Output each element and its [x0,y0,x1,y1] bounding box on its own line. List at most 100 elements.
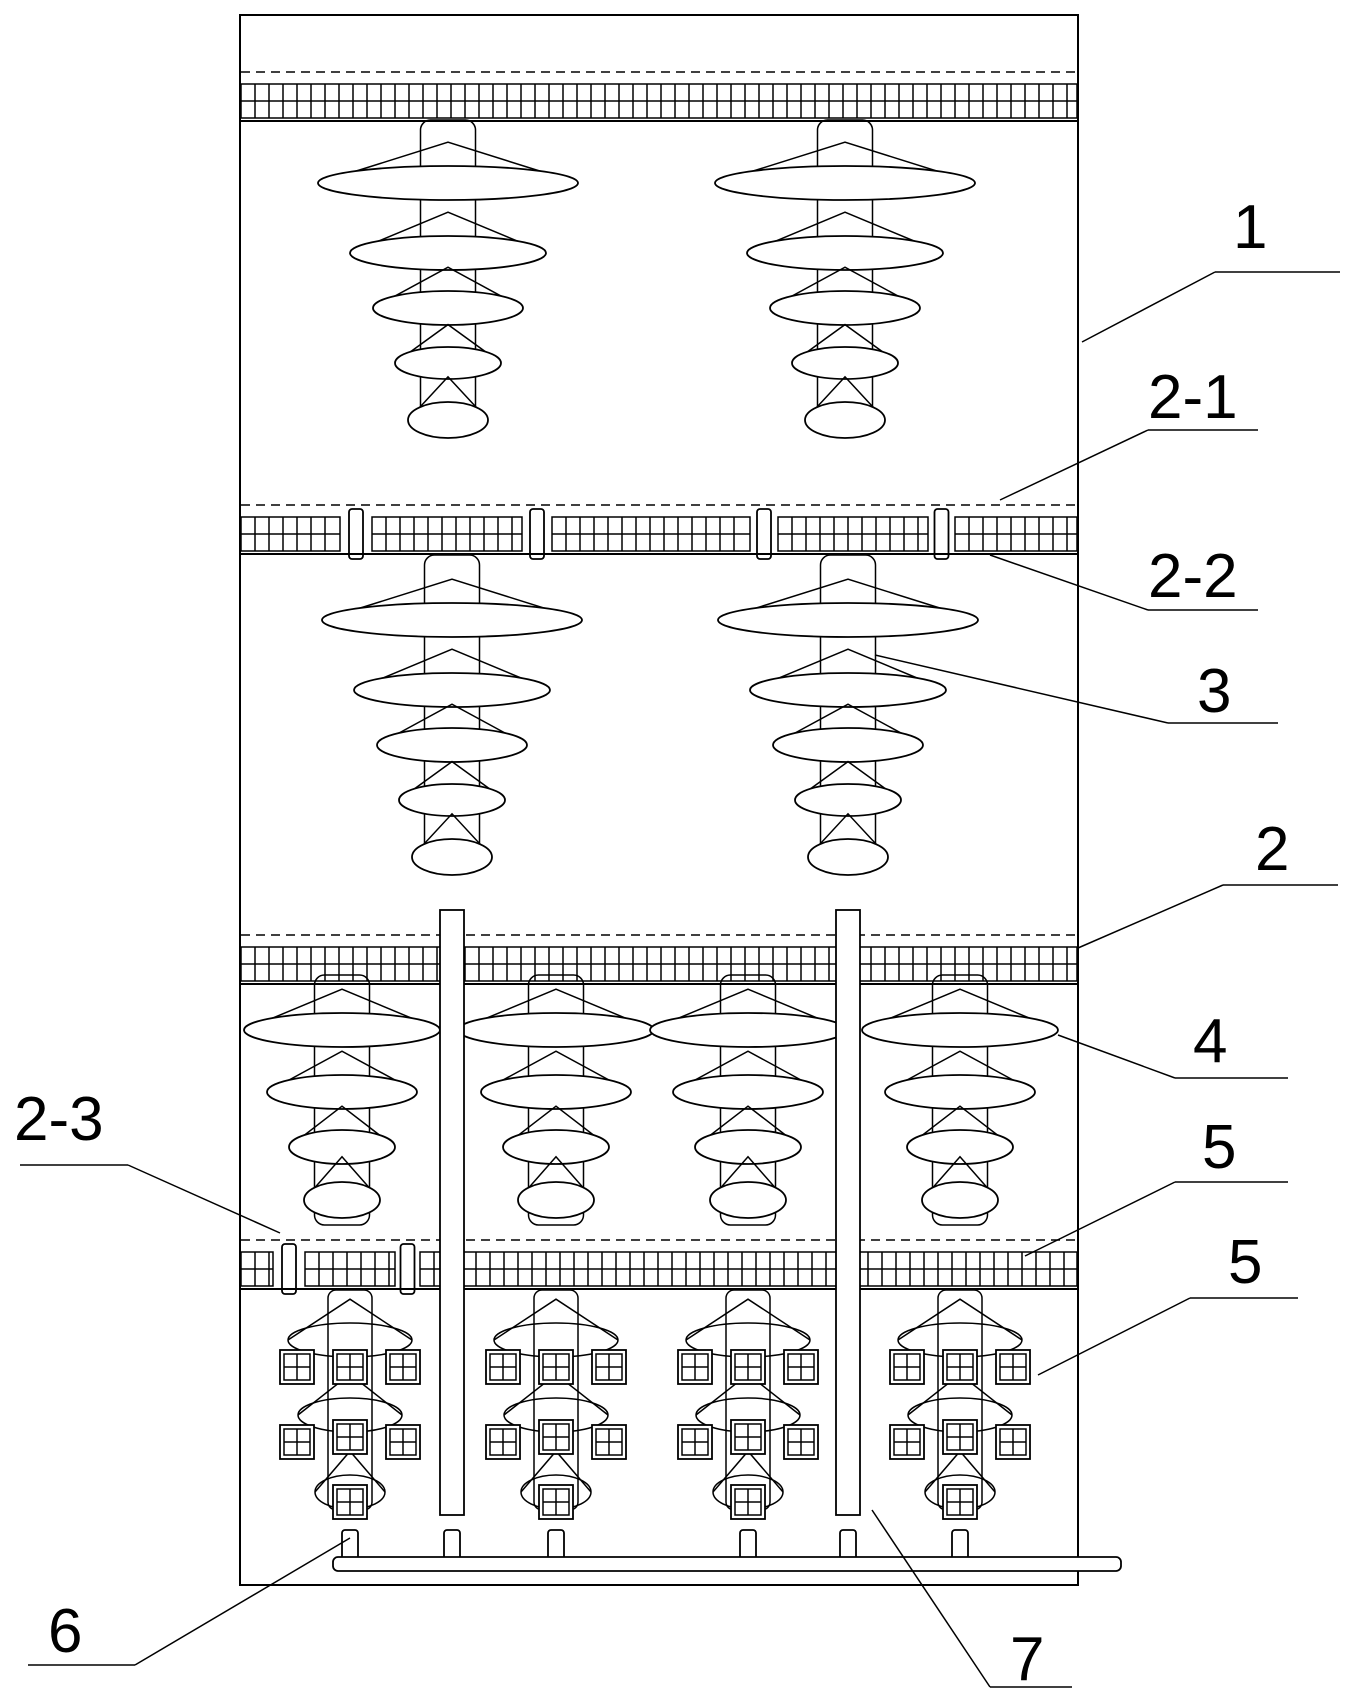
leader-4 [1057,1034,1176,1079]
vertical-pipe [439,909,465,1516]
plate-opening [933,508,950,560]
cone [303,1155,381,1201]
leader-1 [1081,271,1216,343]
disc [317,165,579,201]
cone [714,141,976,184]
leader-5a [1024,1181,1176,1257]
disc-stack [243,974,441,1226]
cone [749,648,947,691]
disc [372,290,524,326]
disc [807,838,889,876]
cone [709,1155,787,1201]
leader-3 [874,654,1169,724]
disc [349,235,547,271]
disc [906,1129,1014,1165]
cone [921,1155,999,1201]
cone [457,988,655,1031]
disc [398,783,506,817]
disc [321,602,583,638]
grid-plate [240,71,1078,122]
cone [243,988,441,1031]
disc [769,290,921,326]
label-2-2: 2-2 [1148,542,1238,611]
disc [649,1012,847,1048]
disc [714,165,976,201]
disc [921,1181,999,1219]
disc-stack [717,554,979,876]
cone [861,988,1059,1031]
disc [794,783,902,817]
cone [287,1298,413,1341]
label-4: 4 [1193,1007,1227,1076]
cone [321,578,583,621]
bottom-pipe [332,1556,1122,1572]
cone [746,211,944,254]
leader-7 [871,1509,991,1688]
cone [807,812,889,858]
disc [791,346,899,380]
disc [717,602,979,638]
cone [897,1298,1023,1341]
disc-clusters [243,119,1059,1226]
cone [685,1298,811,1341]
disc [884,1074,1036,1110]
label-7: 7 [1010,1625,1044,1694]
plate-opening [348,508,364,560]
cone [372,266,524,309]
cone [407,375,489,421]
leader-2-1 [999,429,1149,501]
disc [303,1181,381,1219]
bottom-stack [279,1289,421,1520]
plate-opening [399,1243,416,1295]
disc [749,672,947,708]
plate-opening [281,1243,297,1295]
disc [502,1129,610,1165]
disc [353,672,551,708]
grid-plate [240,1239,1078,1295]
disc-stack [321,554,583,876]
cone [317,141,579,184]
cone [411,812,493,858]
grid-plate [240,504,1078,560]
cone [884,1050,1036,1093]
leader-6-angled [134,1537,351,1666]
disc [243,1012,441,1048]
disc [411,838,493,876]
cone [649,988,847,1031]
disc [288,1129,396,1165]
bottom-assembly [279,909,1122,1572]
label-2-3: 2-3 [14,1085,104,1154]
bottom-stack [485,1289,627,1520]
cone [376,703,528,746]
label-5-lower: 5 [1228,1228,1262,1297]
disc [266,1074,418,1110]
grid-plates [240,71,1078,1295]
label-6: 6 [48,1597,82,1666]
bottom-stack [889,1289,1031,1520]
cone [769,266,921,309]
disc-stack [317,119,579,439]
cone [517,1155,595,1201]
cone [353,648,551,691]
disc-stack [457,974,655,1226]
plate-opening [756,508,772,560]
leader-5b [1037,1297,1191,1376]
vertical-pipe [835,909,861,1516]
leader-2-2 [989,554,1149,611]
grid-plate [240,934,1078,985]
disc [804,401,886,439]
disc [694,1129,802,1165]
housing-frame [239,14,1079,1586]
cone [480,1050,632,1093]
disc [480,1074,632,1110]
cone [493,1298,619,1341]
label-5-upper: 5 [1202,1113,1236,1182]
disc-stack [649,974,847,1226]
cone [349,211,547,254]
disc [709,1181,787,1219]
cone [266,1050,418,1093]
cone [672,1050,824,1093]
cone [804,375,886,421]
label-2-1: 2-1 [1148,363,1238,432]
